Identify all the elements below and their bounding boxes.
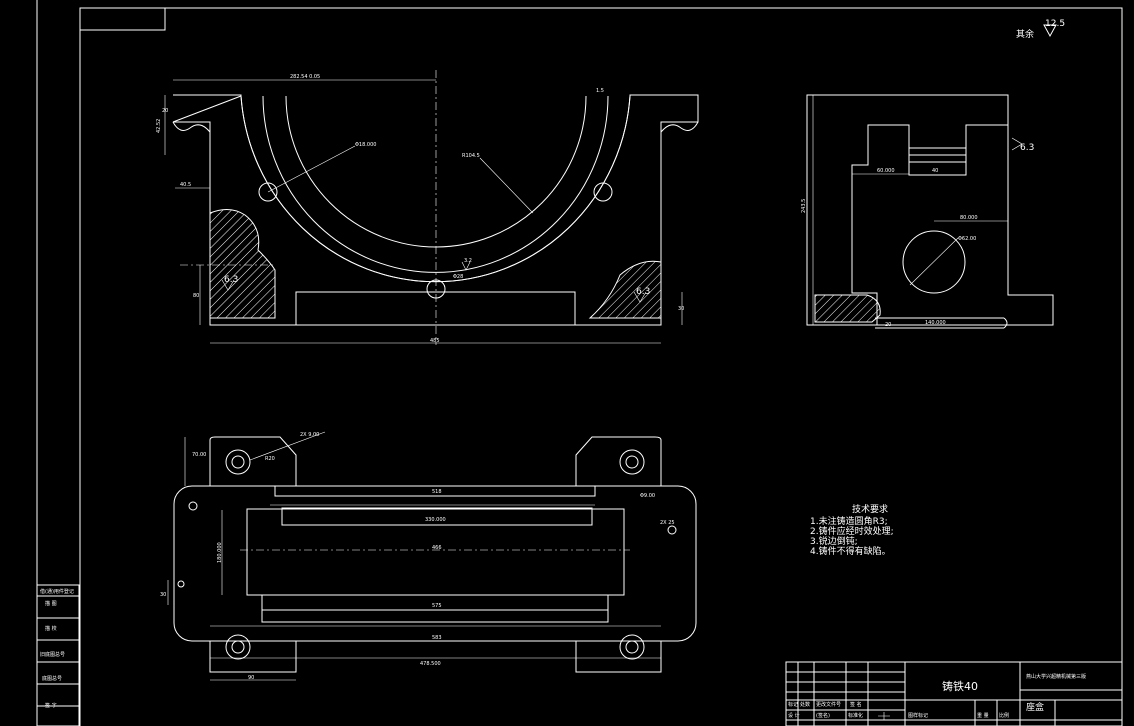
top-dim-overall: 478.500 (420, 661, 441, 667)
roughness-note: 其余 12.5 (1016, 19, 1065, 40)
front-dim-radius: R104.5 (462, 153, 480, 159)
side-dim-circle: Φ62.00 (958, 236, 976, 242)
sheet-border (36, 0, 1123, 726)
front-view: 282.54 0.05 42.52 20 40.5 Φ18.000 R104.5… (156, 70, 699, 345)
front-roughness-center: 3.2 (464, 258, 472, 264)
side-dim-bottom-small: 20 (885, 322, 891, 328)
top-dim-slot-inner: 330.000 (425, 517, 446, 523)
title-col-label-3: 比例 (999, 712, 1009, 719)
front-dim-top-right: 1.5 (596, 88, 604, 94)
front-dim-left-small: 20 (162, 108, 168, 114)
top-dim-diag-1: 2X 9.00 (300, 432, 319, 438)
tech-requirement-3: 3.锐边倒钝; (810, 535, 858, 547)
front-roughness-right: 6.3 (636, 287, 650, 297)
title-row2-label-1: 设 计 (788, 712, 800, 719)
side-dim-right-offset: 80.000 (960, 215, 978, 221)
roughness-note-value: 12.5 (1045, 19, 1065, 29)
top-dim-slot-outer: 518 (432, 489, 442, 495)
front-dim-left-height: 42.52 (156, 119, 162, 133)
front-dim-mid-left: 40.5 (180, 182, 191, 188)
front-dim-bottom-hole: Φ28 (453, 274, 463, 280)
title-school: 燕山大学兴超精机械第三版 (1026, 673, 1086, 680)
title-col-label-2: 重 量 (977, 712, 989, 719)
title-row2-label-2: (签名) (816, 712, 830, 719)
top-dim-right-hole: Φ9.00 (640, 493, 655, 499)
left-stamp: 借(通)用件登记 描 图 描 校 旧底图总号 底图总号 签 字 (36, 584, 80, 726)
tech-requirements: 技术要求 1.未注铸造圆角R3; 2.铸件应经时效处理; 3.锐边倒钝; 4.铸… (810, 503, 894, 557)
top-view: 70.00 2X 9.00 R20 518 330.000 466 575 58… (160, 431, 697, 681)
title-row1-label-4: 签 名 (850, 701, 862, 708)
roughness-note-label: 其余 (1016, 28, 1034, 40)
side-view: 243.5 60.000 40 80.000 Φ62.00 20 140.000… (801, 94, 1054, 329)
side-dim-left: 60.000 (877, 168, 895, 174)
title-row1-label-2: 处数 (800, 701, 810, 708)
top-dim-bottom-outer: 583 (432, 635, 442, 641)
front-dim-overall-width: 485 (430, 338, 440, 344)
title-row2-label-3: 标准化 (848, 712, 863, 719)
stamp-row-2: 描 图 (45, 600, 57, 607)
top-dim-corner-left: 70.00 (192, 452, 206, 458)
title-col-label-1: 图样标记 (908, 712, 928, 719)
side-dim-bottom: 140.000 (925, 320, 946, 326)
top-dim-right-corner: 2X 25 (660, 520, 675, 526)
front-dim-top-width: 282.54 0.05 (290, 74, 320, 80)
side-dim-mid: 40 (932, 168, 938, 174)
top-dim-body: 466 (432, 545, 442, 551)
title-material: 铸铁40 (942, 679, 978, 693)
front-dim-left-vertical: 80 (193, 293, 199, 299)
top-dim-left-height: 180.000 (217, 542, 223, 563)
title-block: 铸铁40 燕山大学兴超精机械第三版 座盒 标记 处数 更改文件号 签 名 设 计… (785, 661, 1123, 726)
tech-requirement-1: 1.未注铸造圆角R3; (810, 515, 888, 527)
stamp-row-4: 旧底图总号 (40, 651, 65, 658)
tech-requirement-4: 4.铸件不得有缺陷。 (810, 545, 891, 557)
top-dim-diag-2: R20 (265, 456, 275, 462)
stamp-row-1: 借(通)用件登记 (40, 588, 74, 595)
title-part-name: 座盒 (1026, 701, 1044, 713)
top-dim-bottom-inner: 575 (432, 603, 442, 609)
stamp-row-6: 签 字 (45, 702, 57, 709)
front-roughness-left: 6.3 (224, 275, 238, 285)
tech-requirement-2: 2.铸件应经时效处理; (810, 525, 894, 537)
top-dim-left-small: 30 (160, 592, 166, 598)
top-dim-bottom-left: 90 (248, 675, 254, 681)
front-dim-hole: Φ18.000 (355, 142, 376, 148)
side-roughness: 6.3 (1020, 143, 1034, 153)
title-row1-label-3: 更改文件号 (816, 701, 841, 708)
stamp-row-5: 底图总号 (42, 675, 62, 682)
stamp-row-3: 描 校 (45, 625, 57, 632)
title-row1-label-1: 标记 (788, 701, 798, 708)
tech-requirements-title: 技术要求 (852, 503, 888, 515)
front-dim-right-vertical: 30 (678, 306, 684, 312)
side-dim-total-height: 243.5 (801, 199, 807, 213)
